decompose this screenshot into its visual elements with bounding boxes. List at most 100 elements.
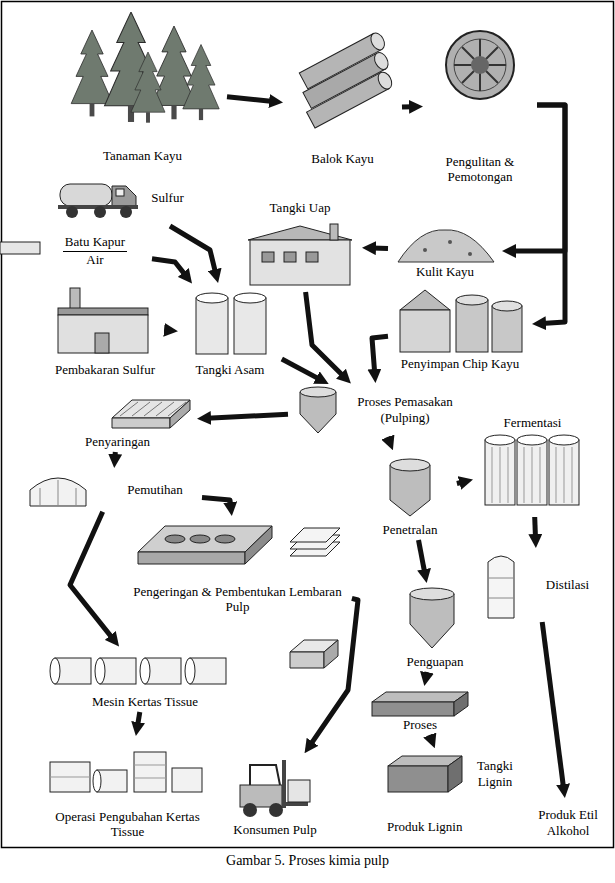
pulp-bale-icon <box>290 640 338 668</box>
stage-label: Balok Kayu <box>309 151 375 167</box>
truck-icon-part <box>120 206 132 218</box>
flow-arrow <box>430 735 432 739</box>
stage-label: Tangki Uap <box>268 200 333 216</box>
logs-icon <box>289 31 405 128</box>
process-stage: Proses <box>365 688 475 733</box>
process-stage: Konsumen Pulp <box>215 755 335 838</box>
tissue-rolls-icon <box>50 658 226 684</box>
stage-label: Sulfur <box>145 190 190 206</box>
forklift-icon-part <box>250 765 280 785</box>
evaporator-icon <box>410 588 454 648</box>
bark-pile-icon <box>398 230 494 262</box>
flow-arrow <box>419 540 425 573</box>
distillation-icon-part <box>488 556 514 618</box>
converting-icon <box>50 752 202 792</box>
truck-icon <box>58 184 138 218</box>
flow-arrow <box>388 437 390 441</box>
process-stage: Penguapan <box>380 585 490 670</box>
flow-arrow <box>167 328 168 333</box>
process-stage: Pemutihan <box>25 470 200 510</box>
sulfur-burner-icon <box>58 288 148 353</box>
pulp-machine-icon-part <box>190 535 210 543</box>
flow-arrow <box>542 622 563 788</box>
stage-label: Penetralan <box>381 522 440 538</box>
trees-icon-part <box>183 45 219 121</box>
process-stage: Produk Etil Alkohol <box>528 800 608 845</box>
screen-icon <box>112 400 190 428</box>
trees-icon <box>71 12 219 123</box>
flow-arrow <box>282 359 320 379</box>
process-stage: Mesin Kertas Tissue <box>50 648 240 710</box>
pulp-machine-icon-part <box>245 526 272 564</box>
forklift-icon-part <box>288 780 310 802</box>
tissue-rolls-icon-part <box>50 658 60 684</box>
tissue-rolls-icon-part <box>95 658 105 684</box>
fermenter-icon-part <box>517 435 547 445</box>
process-stage: Pengeringan & Pembentukan Lembaran Pulp <box>125 518 350 615</box>
stage-label: Kulit Kayu <box>414 264 476 280</box>
acid-tank-icon-part <box>234 298 266 354</box>
steam-plant-icon-part <box>330 224 338 240</box>
acid-tank-icon <box>196 293 266 354</box>
steam-plant-icon <box>248 224 352 285</box>
converting-icon-part <box>93 770 101 792</box>
flow-arrow <box>532 517 538 538</box>
tissue-rolls-icon-part <box>140 658 150 684</box>
flow-arrow <box>152 259 186 276</box>
digester-icon <box>300 387 336 433</box>
process-stage: Tangki Uap <box>240 200 360 290</box>
process-stage: Pengulitan & Pemotongan <box>425 25 535 185</box>
stage-label: Mesin Kertas Tissue <box>90 694 200 710</box>
debarker-icon-part <box>454 39 506 91</box>
stage-label: Tangki Lignin <box>470 758 520 789</box>
steam-plant-icon-part <box>306 252 318 262</box>
truck-icon-part <box>60 184 112 206</box>
fermenter-icon-part <box>549 435 579 445</box>
debarker-icon <box>446 31 514 99</box>
process-stage: Distilasi <box>480 550 595 620</box>
stage-sublabel: Produk Lignin <box>385 819 464 835</box>
stage-label: Konsumen Pulp <box>231 822 318 838</box>
bark-pile-icon-part <box>423 248 427 252</box>
bleaching-icon <box>30 478 86 506</box>
stage-label: Operasi Pengubahan Kertas Tissue <box>40 809 215 840</box>
logs-icon-part <box>368 31 387 53</box>
acid-tank-icon-part <box>234 293 266 303</box>
process-unit-icon-part <box>372 702 454 716</box>
stage-label: Tangki Asam <box>194 362 267 378</box>
chip-silo-icon-part <box>492 301 522 311</box>
steam-plant-icon-part <box>262 252 274 262</box>
forklift-icon-part <box>243 803 257 817</box>
forklift-icon-part <box>286 802 308 806</box>
flow-arrow <box>70 512 113 639</box>
stage-label: Penguapan <box>404 654 465 670</box>
truck-icon-part <box>66 206 78 218</box>
process-stage: Sulfur <box>55 170 190 225</box>
lignin-tank-icon <box>388 756 462 792</box>
evaporator-icon-part <box>410 594 454 648</box>
debarker-icon-part <box>454 39 506 91</box>
process-stage: Penyaringan <box>40 395 195 450</box>
truck-icon-part <box>116 189 124 196</box>
flow-arrow <box>424 672 430 676</box>
lignin-tank-icon-part <box>448 756 462 792</box>
process-stage: Penyimpan Chip Kayu <box>390 285 530 372</box>
chip-silo-icon-part <box>492 306 522 352</box>
neutraliser-icon <box>390 459 430 516</box>
flow-arrow <box>207 414 288 418</box>
converting-icon-part <box>134 752 166 792</box>
debarker-icon-part <box>446 31 514 99</box>
bark-pile-icon-part <box>398 230 494 262</box>
evaporator-icon-part <box>410 588 454 600</box>
acid-tank-icon-part <box>196 293 228 303</box>
neutraliser-icon-part <box>390 459 430 471</box>
process-stage: Tangki LigninProduk Lignin <box>385 750 520 835</box>
flow-arrow <box>310 598 358 745</box>
tissue-rolls-icon-part <box>185 658 195 684</box>
truck-icon-part <box>112 186 136 206</box>
converting-icon-part <box>172 768 202 792</box>
stage-label: Distilasi <box>540 577 595 593</box>
process-stage: Penetralan <box>365 452 455 538</box>
stage-label: Pengeringan & Pembentukan Lembaran Pulp <box>125 584 350 615</box>
neutraliser-icon-part <box>390 465 430 516</box>
